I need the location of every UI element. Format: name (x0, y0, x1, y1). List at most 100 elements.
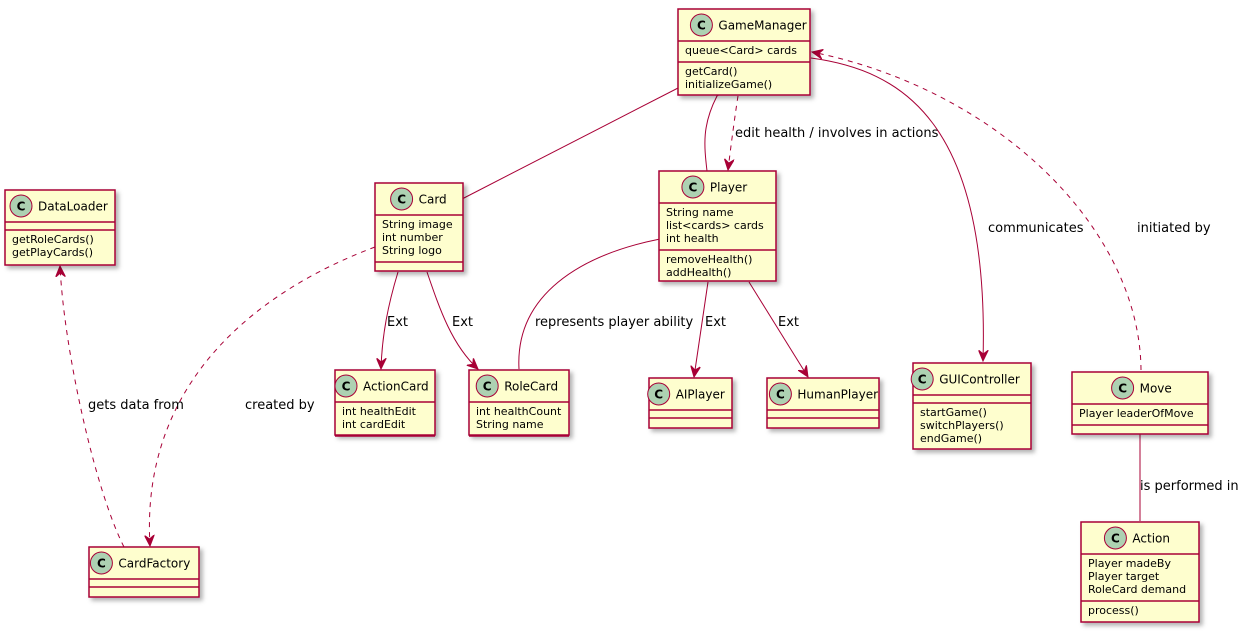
class-aiplayer[interactable]: C AIPlayer (647, 377, 733, 429)
relation-card-cardfactory (149, 246, 376, 546)
relation-player-rolecard (518, 239, 660, 370)
class-icon-letter: C (918, 373, 927, 387)
class-humanplayer[interactable]: C HumanPlayer (766, 377, 880, 429)
edge-label-card-rolecard: Ext (452, 315, 473, 330)
class-cardfactory[interactable]: C CardFactory (88, 546, 200, 598)
class-icon (390, 187, 414, 211)
class-attribute: int cardEdit (342, 418, 406, 431)
class-name: ActionCard (363, 380, 429, 394)
class-icon (689, 13, 713, 37)
relation-card-rolecard (426, 271, 478, 369)
edge-label-player-humanplayer: Ext (778, 315, 799, 330)
class-icon-letter: C (483, 380, 492, 394)
class-method: initializeGame() (685, 78, 772, 91)
relation-player-aiplayer (694, 281, 709, 377)
class-method: removeHealth() (666, 253, 752, 266)
class-box (374, 182, 464, 272)
class-attribute: RoleCard demand (1088, 583, 1186, 596)
class-method: switchPlayers() (920, 419, 1004, 432)
class-name: Move (1140, 382, 1172, 396)
class-guicontroller[interactable]: C GUIController startGame()switchPlayers()… (910, 362, 1032, 450)
class-icon-letter: C (397, 193, 406, 207)
class-attribute: Player leaderOfMove (1079, 407, 1194, 420)
class-name: AIPlayer (676, 388, 725, 402)
class-attribute: list<cards> cards (666, 219, 764, 232)
class-name: GUIController (939, 373, 1020, 387)
class-name: DataLoader (38, 200, 108, 214)
edge-label-gm-gui: communicates (988, 221, 1084, 236)
class-name: HumanPlayer (797, 388, 878, 402)
class-name: CardFactory (118, 557, 190, 571)
class-icon (9, 194, 33, 218)
class-name: Action (1132, 532, 1170, 546)
edge-labels-layer: edit health / involves in actions communi… (88, 126, 1239, 494)
relation-gm-card (461, 87, 680, 200)
class-attribute: Player target (1088, 570, 1160, 583)
class-icon (475, 374, 499, 398)
class-icon (910, 367, 934, 391)
class-icon-letter: C (342, 380, 351, 394)
class-gamemanager[interactable]: C GameManager queue<Card> cards getCard()in… (677, 8, 811, 96)
class-attribute: String image (382, 218, 453, 231)
class-icon-letter: C (97, 557, 106, 571)
class-method: process() (1088, 604, 1139, 617)
class-icon-letter: C (688, 181, 697, 195)
class-attribute: String name (666, 206, 734, 219)
class-method: endGame() (920, 432, 982, 445)
class-icon (89, 551, 113, 575)
class-method: getCard() (685, 65, 737, 78)
class-attribute: int number (382, 231, 443, 244)
relations-layer (60, 52, 1142, 548)
class-icon (334, 374, 358, 398)
class-attribute: queue<Card> cards (685, 44, 797, 57)
edge-label-card-cardfactory: created by (245, 398, 315, 413)
class-icon-letter: C (1118, 382, 1127, 396)
class-icon (681, 175, 705, 199)
edge-label-gm-player-dependency: edit health / involves in actions (735, 126, 939, 141)
edge-label-move-action: is performed in (1140, 479, 1239, 494)
edge-label-card-actioncard: Ext (387, 315, 408, 330)
class-attribute: String name (476, 418, 544, 431)
class-icon (647, 382, 671, 406)
class-box (658, 170, 777, 282)
class-icon (1111, 376, 1135, 400)
class-icon-letter: C (1111, 532, 1120, 546)
class-name: GameManager (718, 19, 806, 33)
edge-label-move-gm: initiated by (1137, 221, 1211, 236)
class-icon-letter: C (654, 388, 663, 402)
class-icon-letter: C (776, 388, 785, 402)
class-icon (1103, 526, 1127, 550)
class-method: getPlayCards() (12, 246, 93, 259)
class-name: Card (419, 193, 447, 207)
edge-label-player-aiplayer: Ext (705, 315, 726, 330)
class-icon-letter: C (697, 19, 706, 33)
class-name: RoleCard (504, 380, 558, 394)
class-method: startGame() (920, 406, 987, 419)
relation-gm-player-composition (704, 96, 717, 172)
edge-label-cardfactory-dataloader: gets data from (88, 398, 184, 413)
class-dataloader[interactable]: C DataLoader getRoleCards()getPlayCards() (4, 189, 116, 266)
class-icon (768, 382, 792, 406)
edge-label-player-rolecard: represents player ability (535, 315, 694, 330)
relation-card-actioncard (381, 271, 399, 369)
relation-player-humanplayer (748, 281, 808, 377)
class-box (1080, 521, 1200, 623)
class-box (1071, 371, 1209, 435)
class-attribute: int health (666, 232, 719, 245)
relation-move-gm (812, 52, 1142, 371)
class-icon-letter: C (17, 200, 26, 214)
class-attribute: int healthCount (476, 405, 562, 418)
class-attribute: int healthEdit (342, 405, 417, 418)
class-method: getRoleCards() (12, 233, 94, 246)
relation-gm-gui (810, 57, 983, 361)
class-method: addHealth() (666, 266, 731, 279)
relation-cardfactory-dataloader (60, 266, 125, 548)
